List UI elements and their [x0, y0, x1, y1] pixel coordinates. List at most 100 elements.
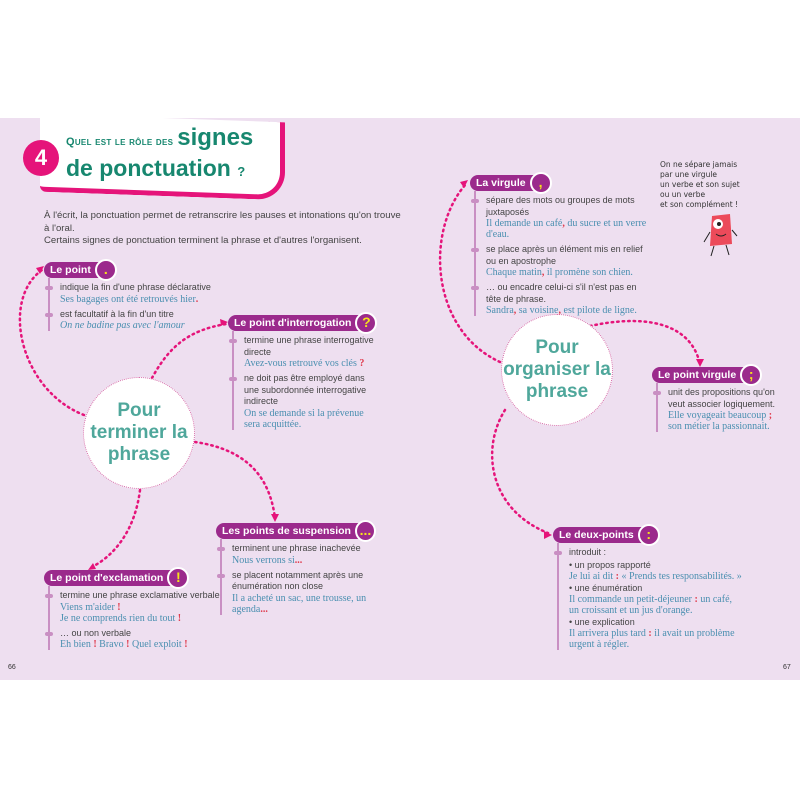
example-text: On se demande si la prévenue sera acquit…: [244, 407, 364, 430]
section-body: unit des propositions qu'on veut associe…: [653, 383, 777, 432]
punctuation-symbol-icon: !: [167, 567, 190, 589]
arrow-to-interrogation: [150, 322, 228, 380]
mascot-character-icon: [703, 214, 738, 257]
page-title-line2: de ponctuation ?: [66, 154, 245, 182]
rule-text: termine une phrase interrogative directe: [244, 335, 374, 357]
example-sentence: Nous verrons si...: [232, 555, 376, 566]
punctuation-mark: ;: [768, 410, 773, 421]
rule-text: terminent une phrase inachevée: [232, 543, 361, 553]
rule-text: se placent notamment après une énumérati…: [232, 569, 364, 592]
section-body: sépare des mots ou groupes de mots juxta…: [471, 191, 652, 316]
punctuation-mark: :: [694, 593, 698, 605]
example-text: Il commande un petit-déjeuner: [569, 593, 695, 605]
rule-item: ne doit pas être employé dans une subord…: [229, 373, 378, 430]
punctuation-mark: !: [117, 601, 121, 613]
example-sentence: Ses bagages ont été retrouvés hier.: [60, 294, 224, 305]
section-title: Les points de suspension: [216, 523, 359, 539]
rule-item: se placent notamment après une énumérati…: [217, 569, 376, 615]
rule-item: sépare des mots ou groupes de mots juxta…: [471, 195, 652, 240]
section-title: Le point d'interrogation: [228, 315, 360, 331]
rule-text: ne doit pas être employé dans une subord…: [244, 373, 367, 406]
example-text: il promène son chien.: [544, 267, 633, 278]
speech-bubble: On ne sépare jamais par une virgule un v…: [660, 160, 740, 209]
example-text: son métier la passionnait.: [668, 421, 770, 432]
chapter-number: 4: [23, 140, 59, 176]
punctuation-mark: !: [93, 639, 97, 650]
punctuation-mark: :: [648, 627, 652, 639]
section-title: La virgule: [470, 175, 534, 191]
rule-text: … ou encadre celui-ci s'il n'est pas en …: [486, 282, 637, 304]
example-text: Nous verrons si: [232, 554, 295, 566]
example-text: Il a acheté un sac, une trousse, un agen…: [232, 592, 367, 615]
example-sentence: Il commande un petit-déjeuner : un café,…: [569, 594, 743, 616]
punctuation-mark: :: [615, 570, 620, 582]
example-sentence: Viens m'aider !: [60, 602, 234, 613]
example-text: Chaque matin: [486, 267, 542, 278]
example-text: sa voisine: [516, 305, 559, 316]
section-point: Le point.indique la fin d'une phrase déc…: [44, 259, 224, 335]
example-text: Viens m'aider: [60, 601, 118, 613]
section-title: Le point d'exclamation: [44, 570, 172, 586]
example-text: un café, un croissant et un jus d'orange…: [569, 593, 733, 616]
intro-text: À l'écrit, la ponctuation permet de retr…: [44, 210, 404, 248]
section-point-virgule: Le point virgule;unit des propositions q…: [652, 364, 777, 436]
example-text: Avez-vous retrouvé vos clés: [244, 358, 360, 369]
arrow-to-suspension: [193, 440, 277, 520]
sub-rule: • un propos rapporté: [569, 559, 651, 570]
punctuation-mark: ,: [541, 267, 545, 278]
intro-line: À l'écrit, la ponctuation permet de retr…: [44, 210, 401, 234]
arrow-to-deuxpoints: [490, 408, 550, 535]
section-body: termine une phrase interrogative directe…: [229, 331, 378, 430]
punctuation-symbol-icon: ...: [354, 520, 376, 542]
sub-rule: • une énumération: [569, 582, 643, 593]
intro-line: Certains signes de ponctuation terminent…: [44, 235, 362, 246]
hub-organiser: Pour organiser la phrase: [501, 314, 613, 426]
arrow-to-exclamation: [90, 488, 142, 569]
punctuation-mark: ,: [558, 305, 562, 316]
example-sentence: Je lui ai dit : « Prends tes responsabil…: [569, 571, 743, 582]
example-text: Je lui ai dit: [569, 570, 616, 582]
example-text: Eh bien: [60, 639, 94, 650]
sub-rule: • une explication: [569, 616, 635, 627]
punctuation-mark: ,: [562, 218, 565, 229]
example-text: Ses bagages ont été retrouvés hier: [60, 293, 196, 305]
example-text: Il arrivera plus tard: [569, 627, 649, 639]
hub-terminer: Pour terminer la phrase: [83, 377, 195, 489]
example-sentence: Eh bien ! Bravo ! Quel exploit !: [60, 639, 234, 650]
rule-text: indique la fin d'une phrase déclarative: [60, 282, 211, 292]
example-sentence: Sandra, sa voisine, est pilote de ligne.: [486, 305, 652, 316]
rule-item: termine une phrase interrogative directe…: [229, 335, 378, 369]
punctuation-mark: ?: [359, 358, 365, 369]
arrow-to-virgule: [438, 182, 502, 364]
punctuation-mark: ...: [294, 554, 303, 566]
example-sentence: Chaque matin, il promène son chien.: [486, 267, 652, 278]
section-title: Le deux-points: [553, 527, 642, 543]
rule-text: termine une phrase exclamative verbale: [60, 590, 220, 600]
rule-item: … ou encadre celui-ci s'il n'est pas en …: [471, 282, 652, 316]
rule-text: … ou non verbale: [60, 627, 132, 638]
title-small: Quel est le rôle des: [66, 136, 174, 148]
section-header: Le deux-points:: [553, 524, 743, 546]
section-title: Le point virgule: [652, 367, 745, 383]
section-header: Les points de suspension...: [216, 520, 376, 542]
punctuation-mark: ...: [260, 603, 268, 615]
section-header: Le point d'interrogation?: [228, 312, 378, 334]
section-header: Le point d'exclamation!: [44, 567, 234, 589]
example-sentence: Il demande un café, du sucre et un verre…: [486, 218, 652, 240]
punctuation-symbol-icon: ?: [355, 312, 378, 334]
arrow-to-point: [18, 268, 86, 417]
section-header: La virgule,: [470, 172, 652, 194]
example-sentence: On se demande si la prévenue sera acquit…: [244, 408, 378, 430]
example-text: du sucre et un verre d'eau.: [486, 218, 647, 240]
section-header: Le point virgule;: [652, 364, 777, 386]
rule-text: unit des propositions qu'on veut associe…: [668, 387, 776, 409]
